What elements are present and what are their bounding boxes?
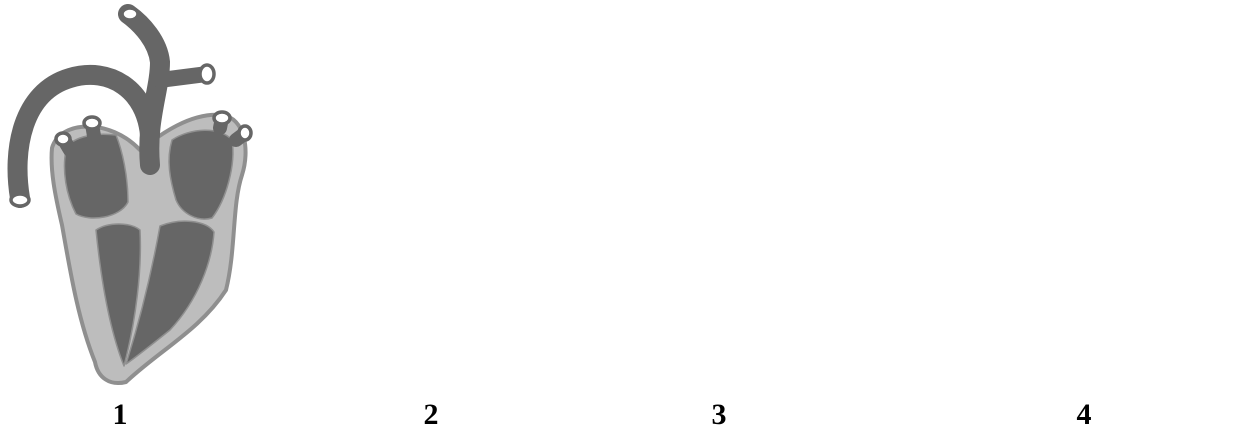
figure-label-4: 4 bbox=[1064, 398, 1104, 432]
figure-label-3: 3 bbox=[699, 398, 739, 432]
heart-1-drawing bbox=[11, 8, 251, 383]
figure-label-2: 2 bbox=[411, 398, 451, 432]
figure-label-1: 1 bbox=[100, 398, 140, 432]
